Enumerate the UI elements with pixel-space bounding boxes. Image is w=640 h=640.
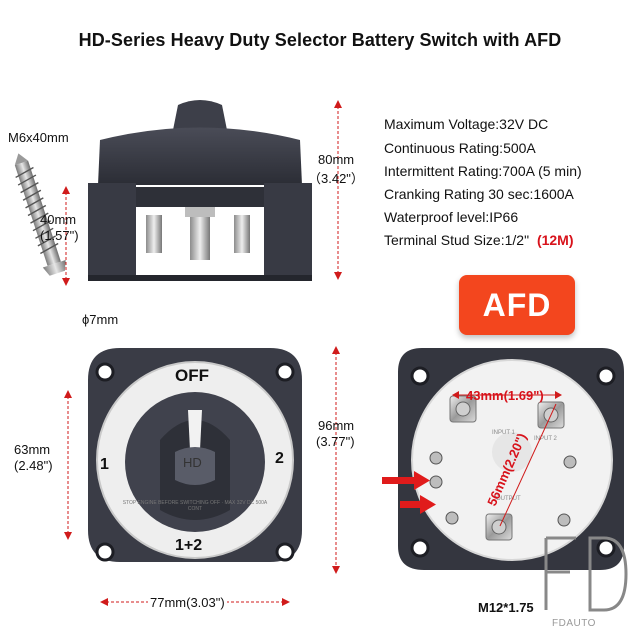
afd-badge-text: AFD — [482, 286, 552, 323]
hole-spacing-in: (2.48") — [14, 458, 53, 473]
screw-illustration — [14, 153, 66, 276]
afd-badge: AFD — [459, 275, 575, 335]
knob-hd-label: HD — [183, 455, 202, 470]
fdauto-logo-text: FDAUTO — [552, 618, 596, 629]
afd-screw-arrows — [382, 471, 436, 514]
spec-terminal-stud-text: Terminal Stud Size:1/2" — [384, 232, 530, 248]
switch-back-view — [398, 348, 624, 570]
terminal-label-input-2: INPUT 2 — [534, 436, 557, 442]
hole-diameter-label: ϕ7mm — [82, 312, 119, 327]
stud-spacing-label: 43mm(1.69") — [466, 388, 544, 403]
side-height-in: （3.42"） — [308, 171, 364, 186]
front-width-label: 77mm(3.03") — [148, 595, 227, 610]
hole-spacing-dimension-line — [64, 390, 72, 540]
page-title: HD-Series Heavy Duty Selector Battery Sw… — [78, 30, 562, 50]
hole-spacing-mm: 63mm — [14, 442, 51, 457]
terminal-label-input-1: INPUT 1 — [492, 430, 515, 436]
position-off-label: OFF — [175, 366, 209, 385]
screw-length-mm: 40mm — [40, 212, 77, 227]
front-height-dimension-line — [332, 346, 340, 574]
position-both-label: 1+2 — [175, 537, 203, 554]
side-height-mm: 80mm — [318, 152, 355, 167]
switch-front-view — [88, 348, 302, 562]
fdauto-logo-mark — [544, 536, 628, 612]
spec-waterproof: Waterproof level:IP66 — [384, 209, 519, 225]
fdauto-logo: FDAUTO — [538, 530, 634, 634]
terminal-label-output: OUTPUT — [496, 496, 521, 502]
side-height-dimension-line — [334, 100, 342, 280]
spec-max-voltage: Maximum Voltage:32V DC — [384, 116, 549, 132]
position-1-label: 1 — [100, 456, 109, 473]
spec-cranking-rating: Cranking Rating 30 sec:1600A — [384, 186, 574, 202]
stud-spacing-dimension-line — [452, 391, 562, 399]
spec-intermittent-rating: Intermittent Rating:700A (5 min) — [384, 163, 582, 179]
spec-continuous-rating: Continuous Rating:500A — [384, 140, 536, 156]
screw-label: M6x40mm — [8, 130, 69, 145]
position-2-label: 2 — [275, 450, 284, 467]
front-height-mm: 96mm — [318, 418, 355, 433]
spec-terminal-stud: Terminal Stud Size:1/2" (12M) — [384, 232, 574, 248]
stud-size-label: M12*1.75 — [478, 600, 534, 615]
dial-ring-text: STOP ENGINE BEFORE SWITCHING OFF · MAX 3… — [122, 500, 268, 512]
front-width-dimension-line — [100, 598, 290, 606]
screw-dimension-line — [62, 186, 70, 286]
screw-length-in: (1.57") — [40, 228, 79, 243]
spec-terminal-stud-highlight: (12M) — [536, 232, 574, 248]
front-height-in: (3.77") — [316, 434, 355, 449]
diag-spacing-dimension-line — [499, 403, 557, 527]
switch-side-view — [88, 100, 312, 281]
